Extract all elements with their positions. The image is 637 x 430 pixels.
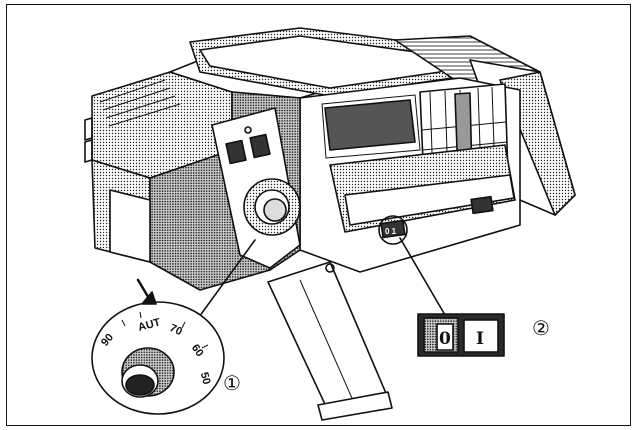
dial-label-aut: AUT [137, 316, 162, 334]
callout-1: ① [223, 371, 241, 395]
dial-label-60: 60 [189, 342, 206, 359]
switch-highlight-circle [378, 215, 408, 245]
switch-off-key [436, 323, 454, 351]
button-1 [225, 139, 247, 165]
switch-on-key [463, 319, 499, 353]
front-panel: 0 1 [299, 77, 521, 273]
dial-label-70: 70 [168, 322, 184, 338]
top-cover [169, 27, 541, 99]
panel-switch-right [470, 195, 494, 215]
switch-off-label: 0 [439, 329, 451, 349]
switch-leader-line [399, 237, 446, 316]
button-2 [249, 133, 271, 159]
switch-on-label: I [476, 329, 484, 349]
center-body [211, 91, 301, 271]
panel-switch-left [380, 219, 406, 239]
dial-label-50: 50 [198, 371, 213, 386]
dial-detail: 90 AUT 70 60 50 [91, 301, 225, 415]
arrow-down-icon [136, 278, 157, 305]
front-flap [267, 261, 393, 421]
callout-2: ② [532, 316, 550, 340]
panel-switch-label: 0 1 [385, 227, 397, 236]
switch-detail: 0 I [417, 313, 505, 357]
display-window [324, 99, 416, 151]
